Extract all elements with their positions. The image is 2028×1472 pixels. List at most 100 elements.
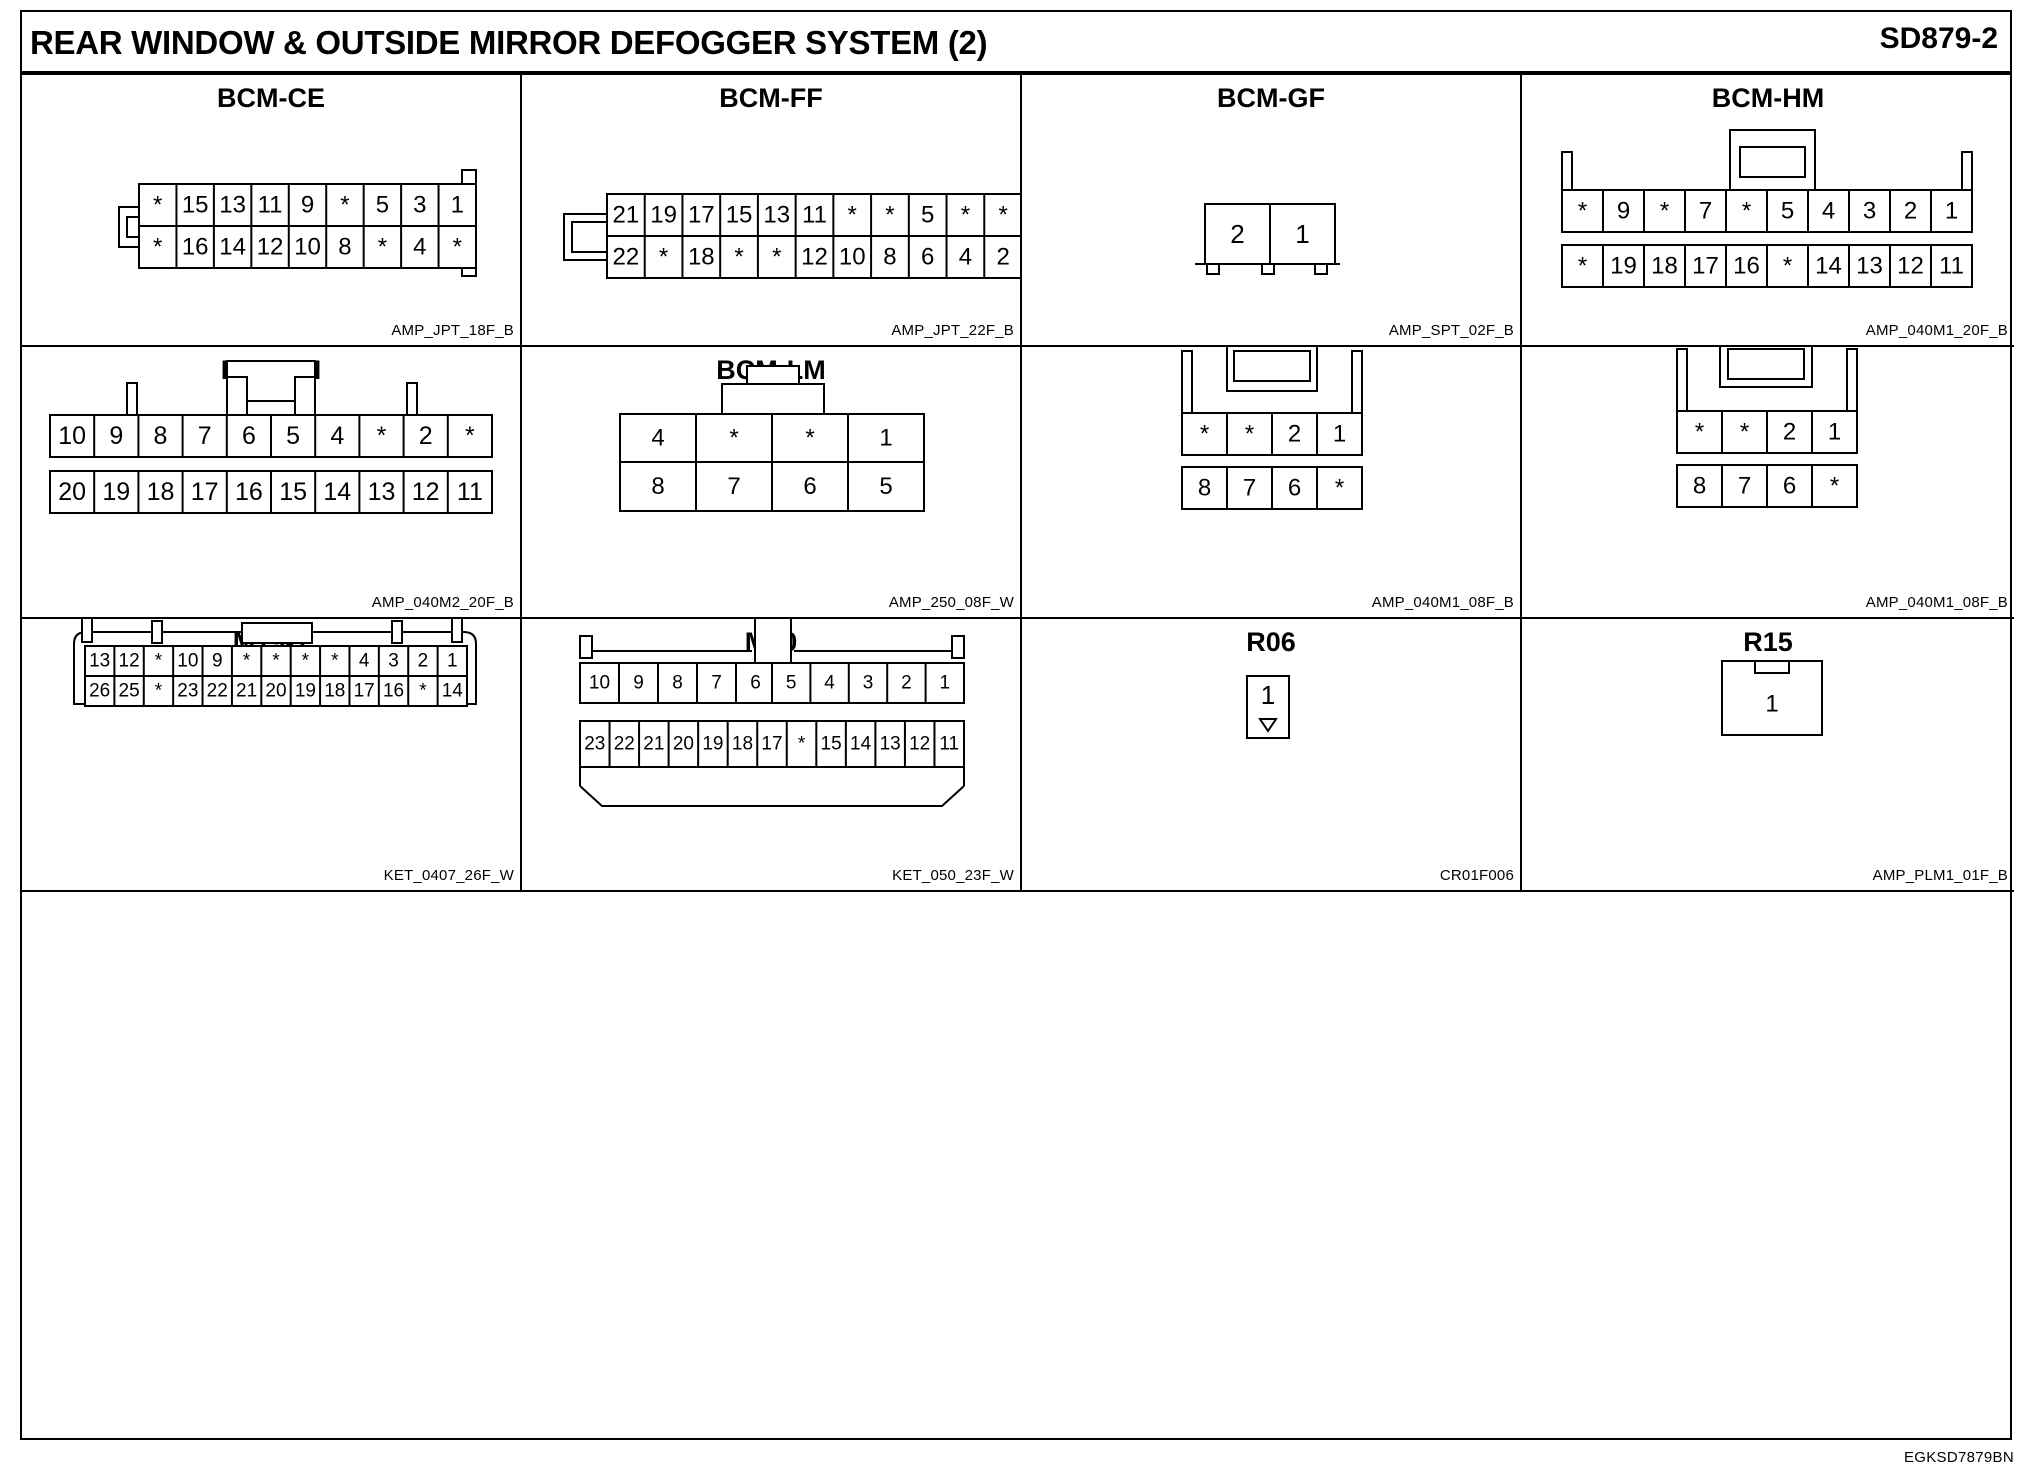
pin-label: 8 [672,673,683,694]
pin-label: 5 [879,473,892,500]
pin-label: 1 [447,651,458,672]
pin-label: 13 [880,734,901,755]
connector-tab [579,635,593,659]
pin-label: 15 [279,478,307,506]
pin-label: 11 [258,192,283,219]
pin-label: 8 [1693,473,1706,500]
pin-label: * [377,422,387,450]
pin-label: 16 [383,681,404,702]
connector-part-number: AMP_040M1_08F_B [1371,594,1514,611]
pin-label: 6 [242,422,256,450]
pin-label: 1 [940,673,951,694]
pin-label: 15 [726,202,753,229]
connector-part-number: CR01F006 [1439,867,1514,884]
pin-label: * [961,202,970,229]
connector-latch [227,376,315,415]
connector-latch [1754,660,1790,674]
pin-label: 21 [236,681,257,702]
sheet-title: REAR WINDOW & OUTSIDE MIRROR DEFOGGER SY… [30,24,988,61]
pin-label: * [378,234,387,261]
pin-row-outline [579,720,965,768]
pin-label: 19 [295,681,316,702]
connector-part-number: AMP_040M2_20F_B [371,594,514,611]
connector-tab [1846,348,1858,412]
pin-label: 2 [1783,419,1796,446]
pin-label: 5 [286,422,300,450]
pin-row-outline [138,225,477,269]
connector-name: BCM-HM [1711,83,1825,113]
pin-label: 9 [1617,198,1630,225]
pin-label: * [453,234,462,261]
pin-label: 2 [996,244,1009,271]
pin-label: 1 [1261,680,1275,710]
pin-label: 14 [323,478,351,506]
pin-label: 18 [324,681,345,702]
connector-tab [1676,348,1688,412]
pin-label: 3 [388,651,399,672]
pin-label: 5 [1781,198,1794,225]
pin-label: * [1660,198,1669,225]
connector-tab [406,382,418,416]
pin-label: * [1695,419,1704,446]
pin-label: 14 [1815,253,1842,280]
pin-label: 12 [119,651,140,672]
pin-label: 23 [177,681,198,702]
pin-label: 13 [89,651,110,672]
pin-label: 3 [863,673,874,694]
pin-label: 18 [1651,253,1678,280]
connector-name: BCM-CE [217,83,325,113]
connector-part-number: KET_050_23F_W [892,867,1014,884]
pin-label: 7 [1738,473,1751,500]
connector-tab [151,620,163,644]
pin-label: 4 [651,425,664,452]
pin-label: 4 [1822,198,1835,225]
connector-latch [1233,350,1311,382]
pin-label: * [1245,421,1254,448]
connector-body [73,631,477,705]
pin-row-outline [84,675,468,707]
pin-label: * [272,651,280,672]
connector-cell-m20: M201098765432123222120191817*1514131211K… [522,619,1022,892]
pin-label: 1 [1945,198,1958,225]
pin-label: 1 [1765,691,1778,718]
pin-label: * [798,734,806,755]
footer-code: EGKSD7879BN [1903,1449,2014,1466]
pin-label: 7 [1243,475,1256,502]
pin-label: 15 [821,734,842,755]
pin-label: * [153,234,162,261]
connector-part-number: KET_0407_26F_W [383,867,514,884]
pin-label: 19 [1610,253,1637,280]
pin-label: * [1578,253,1587,280]
pin-label: * [729,425,738,452]
connector-part-number: AMP_040M1_20F_B [1865,322,2008,339]
pin-label: 2 [901,673,912,694]
pin-label: 19 [650,202,677,229]
pin-label: * [155,681,163,702]
connector-part-number: AMP_040M1_08F_B [1865,594,2008,611]
pin-label: 4 [330,422,344,450]
pin-label: 1 [1333,421,1346,448]
pin-label: * [805,425,814,452]
pin-label: 5 [921,202,934,229]
pin-label: 22 [614,734,635,755]
pin-label: 11 [1939,253,1964,280]
pin-label: 13 [1856,253,1883,280]
pin-label: * [155,651,163,672]
connector-tab [951,635,965,659]
pin-label: 11 [802,202,827,229]
connector-face-drawing: 1 [1721,660,1823,736]
pin-row-outline [138,183,477,227]
pin-label: 17 [761,734,782,755]
pin-label: * [1783,253,1792,280]
pin-label: 3 [413,192,426,219]
pin-label: 4 [959,244,972,271]
